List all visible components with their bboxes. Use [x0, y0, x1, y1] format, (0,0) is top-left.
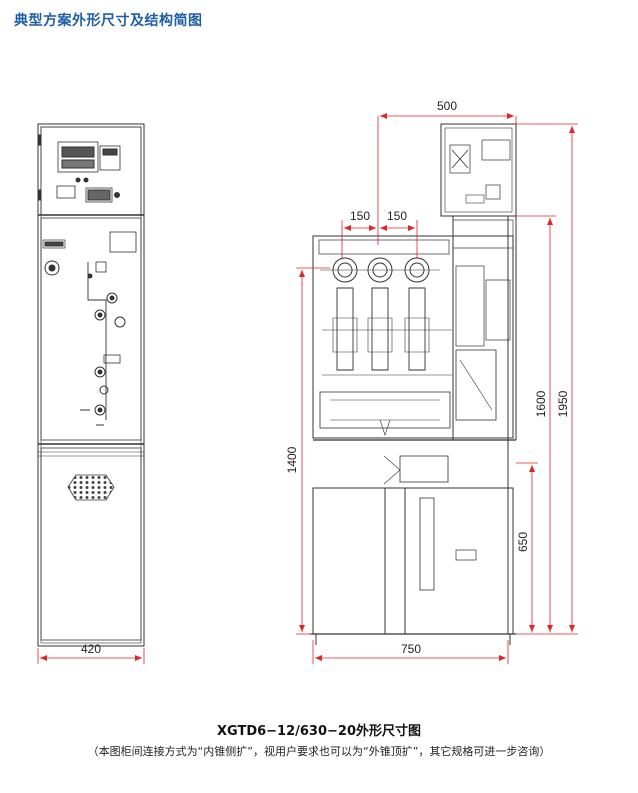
page-title: 典型方案外形尺寸及结构简图 [14, 13, 203, 29]
dim-1950-label: 1950 [556, 390, 570, 417]
dim-650-label: 650 [516, 532, 530, 552]
front-view-cabinet [37, 123, 145, 647]
vent-grille [67, 474, 115, 501]
side-view-cabinet [310, 123, 517, 645]
dim-150-left-label: 150 [350, 209, 370, 223]
dim-750-label: 750 [401, 642, 421, 656]
dim-1400-label: 1400 [285, 446, 299, 473]
dim-500-label: 500 [437, 99, 457, 113]
drawing-caption-title: XGTD6−12/630−20外形尺寸图 [216, 724, 422, 739]
drawing-caption-note: （本图柜间连接方式为“内锥侧扩”，视用户要求也可以为“外锥顶扩”，其它规格可进一… [87, 745, 551, 758]
dim-150-right-label: 150 [387, 209, 407, 223]
front-width-label: 420 [81, 642, 101, 656]
dimension-lines [296, 113, 578, 664]
dim-1600-label: 1600 [534, 390, 548, 417]
front-width-dimension [37, 648, 145, 664]
